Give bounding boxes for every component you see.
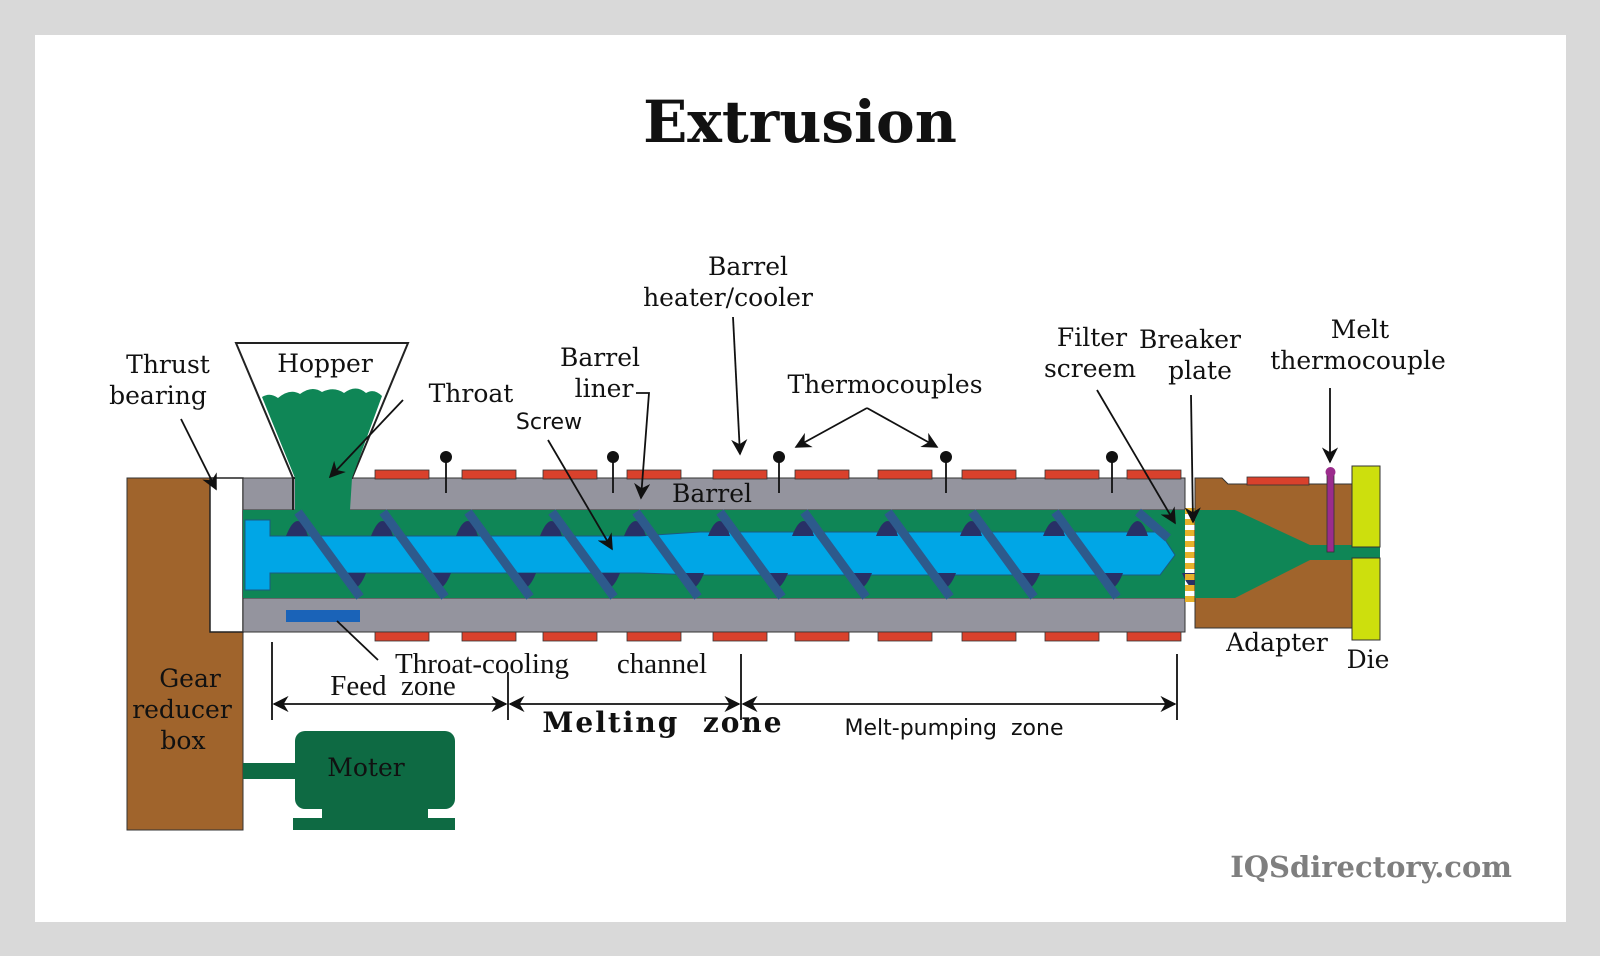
die (1351, 465, 1381, 641)
label-die: Die (1347, 645, 1390, 674)
label-motor: Moter (327, 753, 404, 782)
label-reducer: reducer (132, 695, 232, 724)
label-barrel-liner-2: liner (575, 374, 634, 403)
heater-band (1044, 469, 1100, 480)
label-barrel-heater-2: heater/cooler (643, 283, 813, 312)
heater-band (461, 631, 517, 642)
thermocouple-head (607, 451, 619, 463)
hopper (234, 342, 410, 510)
thermocouple-head (773, 451, 785, 463)
thrust-bearing (209, 477, 244, 633)
barrel-top (242, 477, 1186, 511)
heater-band (1126, 469, 1182, 480)
label-throat-cooling: Throat-cooling (395, 648, 569, 680)
heater-band (374, 631, 430, 642)
heater-band (542, 631, 598, 642)
label-hopper: Hopper (277, 349, 373, 378)
screw-flight (632, 509, 702, 600)
screw (244, 519, 1176, 591)
label-channel: channel (617, 648, 707, 680)
thermocouple-head (440, 451, 452, 463)
thermocouple-head (1106, 451, 1118, 463)
leader-lines (180, 316, 1339, 720)
label-melt-pumping-zone: Melt-pumping zone (845, 716, 1064, 741)
heater-band (712, 631, 768, 642)
label-barrel-liner-1: Barrel (560, 343, 640, 372)
barrel-bottom (242, 597, 1186, 633)
melt-thermocouple (1325, 467, 1336, 553)
label-box: box (160, 726, 205, 755)
screw-flight (1051, 509, 1121, 600)
screw-flight (294, 509, 364, 600)
heater-band (794, 631, 850, 642)
screw-flight (379, 509, 449, 600)
label-melt-tc-2: thermocouple (1270, 346, 1446, 375)
label-feed-zone: Feed zone (330, 670, 456, 702)
heater-band (461, 469, 517, 480)
motor (243, 731, 455, 830)
screw-flight (800, 509, 870, 600)
label-gear: Gear (159, 664, 221, 693)
label-melting-zone: Melting zone (542, 706, 783, 739)
heater-band (794, 469, 850, 480)
throat-cooling-channel (286, 610, 360, 622)
heater-band (877, 469, 933, 480)
heater-band (877, 631, 933, 642)
adapter (1194, 476, 1380, 629)
screw-flight (1135, 508, 1171, 542)
screw-flights (286, 508, 1206, 600)
heater-band (712, 469, 768, 480)
label-thermocouples: Thermocouples (787, 370, 982, 399)
thermocouple-head (940, 451, 952, 463)
flight-root-top (1126, 521, 1148, 536)
screw-flight (884, 509, 954, 600)
watermark: IQSdirectory.com (1230, 850, 1512, 884)
screw-flight (464, 509, 534, 600)
label-bearing: bearing (109, 381, 207, 410)
diagram-title: Extrusion (643, 88, 957, 156)
label-breaker-1: Breaker (1139, 325, 1241, 354)
label-melt-tc-1: Melt (1331, 315, 1389, 344)
barrel-heater-bands (374, 469, 1182, 642)
heater-band (626, 631, 682, 642)
adapter-heater-band (1246, 476, 1310, 486)
label-screw: Screw (516, 410, 582, 435)
heater-band (1126, 631, 1182, 642)
screw-flight (968, 509, 1038, 600)
label-thrust: Thrust (126, 350, 210, 379)
label-filter-1: Filter (1057, 323, 1127, 352)
heater-band (1044, 631, 1100, 642)
label-breaker-2: plate (1168, 356, 1232, 385)
label-barrel-heater-1: Barrel (708, 252, 788, 281)
label-filter-2: screem (1044, 354, 1136, 383)
labels: Thrust bearing Hopper Throat Barrel line… (109, 252, 1446, 782)
heater-band (961, 631, 1017, 642)
screw-flight (716, 509, 786, 600)
label-adapter: Adapter (1225, 628, 1328, 657)
heater-band (374, 469, 430, 480)
label-barrel: Barrel (672, 479, 752, 508)
screw-flight (548, 509, 618, 600)
heater-band (626, 469, 682, 480)
heater-band (961, 469, 1017, 480)
thermocouples (440, 451, 1118, 493)
label-throat: Throat (429, 379, 514, 408)
